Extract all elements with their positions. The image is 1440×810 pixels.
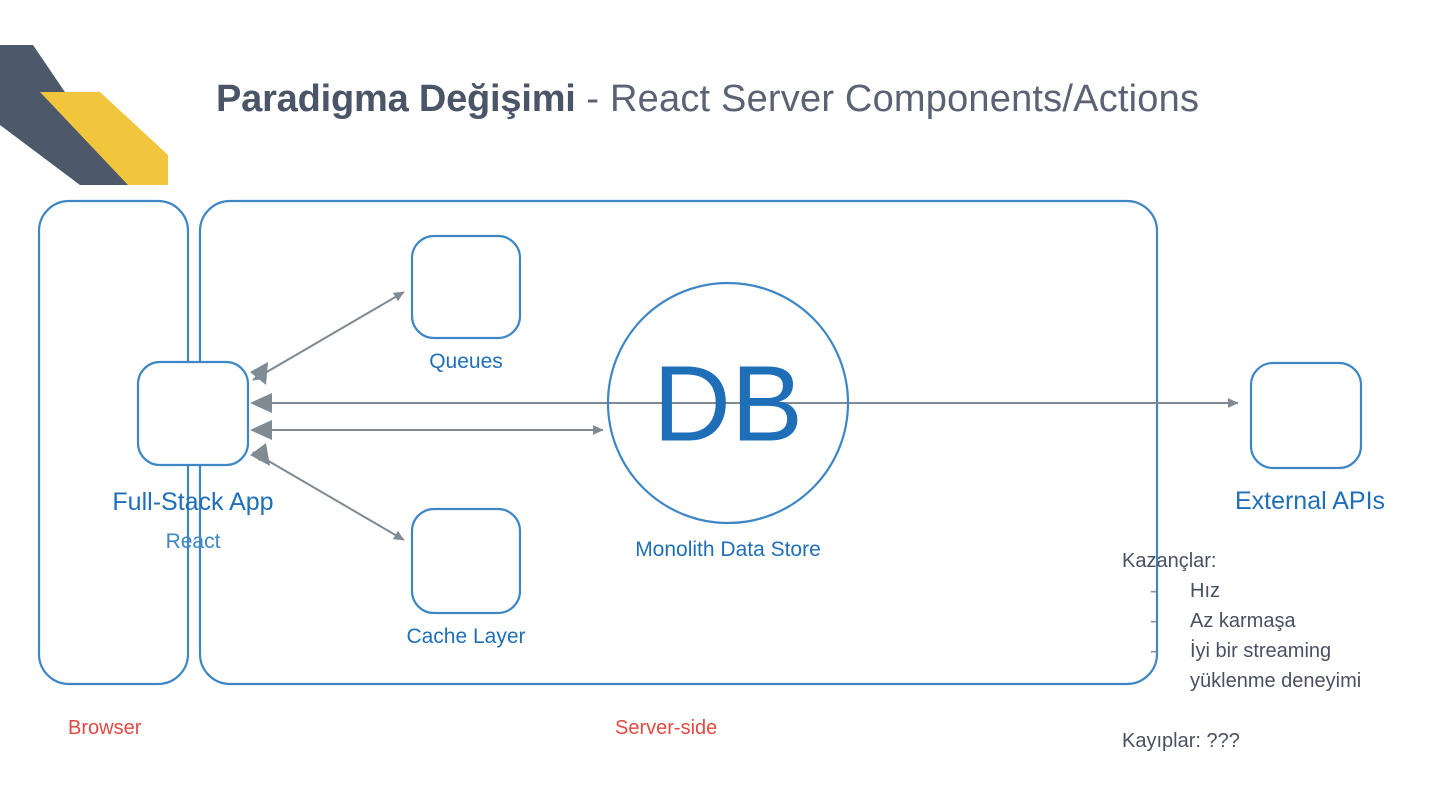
page-title: Paradigma Değişimi - React Server Compon… [216,72,1366,126]
node-monolith-db-text: DB [653,343,803,464]
list-item-label: yüklenme deneyimi [1190,670,1362,692]
notes-losses-text: Kayıplar: ??? [1122,730,1240,752]
bullet-dash-icon: - [1150,610,1157,632]
arrowhead-into-app-2 [250,393,272,413]
notes-panel: Kazançlar: - Hız - Az karmaşa - İyi bir … [1122,546,1432,756]
list-item-label: Az karmaşa [1190,610,1296,632]
page-title-light: - React Server Components/Actions [575,78,1200,120]
node-cache-layer[interactable] [410,507,522,615]
notes-gains-heading: Kazançlar: [1122,550,1217,572]
notes-gains-list: - Hız - Az karmaşa - İyi bir streaming y… [1122,576,1432,696]
node-label-fullstack-app: Full-Stack App [112,488,274,516]
bullet-dash-icon: - [1150,580,1157,602]
page-title-strong: Paradigma Değişimi [216,78,576,120]
node-label-external-apis: External APIs [1234,487,1386,515]
edge-app-queues [252,291,405,381]
edge-app-cache [252,451,405,541]
arrowhead-into-app-3 [250,420,272,440]
list-item: - Az karmaşa [1122,606,1432,636]
list-item-label: Hız [1190,580,1220,602]
node-monolith-data-store[interactable] [606,281,850,525]
node-label-monolith-data-store: Monolith Data Store [635,538,821,561]
list-item: - Hız [1122,576,1432,606]
node-queues[interactable] [410,234,522,340]
list-item-label: İyi bir streaming [1190,640,1332,662]
arrowhead-into-app-1 [250,362,268,385]
node-label-cache-layer: Cache Layer [406,625,526,648]
bullet-dash-icon: - [1150,640,1157,662]
node-fullstack-app[interactable] [136,360,250,467]
node-sublabel-react: React [165,530,221,553]
arrowhead-into-app-4 [250,443,270,466]
zone-label-browser: Browser [68,717,142,739]
list-item: - İyi bir streaming [1122,636,1432,666]
node-external-apis[interactable] [1249,361,1363,470]
list-item-continuation: yüklenme deneyimi [1122,666,1432,696]
node-label-queues: Queues [429,350,503,373]
zone-label-server-side: Server-side [615,717,718,739]
